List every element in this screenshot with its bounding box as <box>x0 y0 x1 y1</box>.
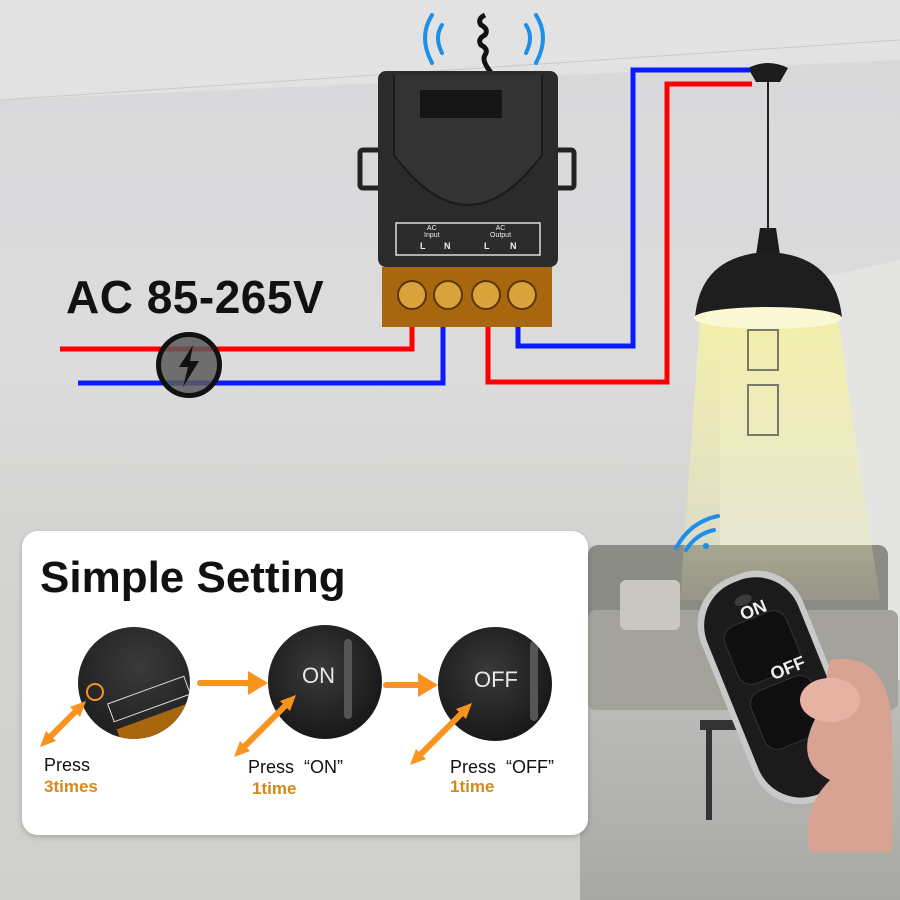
antenna-icon <box>477 12 495 77</box>
on-button-label: ON <box>302 663 335 688</box>
voltage-headline: AC 85-265V <box>66 271 325 323</box>
step3-label: Press “OFF” <box>450 757 554 777</box>
lamp-shade <box>695 252 842 318</box>
lamp-canopy <box>748 63 788 82</box>
wifi-icon <box>674 514 720 552</box>
wireless-relay-module: AC Input AC Output L N L N <box>357 12 577 327</box>
instruction-arrows <box>40 671 472 765</box>
step1-label: Press <box>44 755 91 775</box>
wireless-signal-icon <box>423 13 545 65</box>
output-n-label: N <box>510 241 517 251</box>
step3-count: 1time <box>450 777 495 796</box>
step2-count: 1time <box>252 779 297 798</box>
on-button-closeup: ON <box>268 625 382 739</box>
relay-learn-button-closeup <box>78 627 190 739</box>
simple-setting-panel: Simple Setting ON OFF <box>22 531 588 835</box>
step2-label: Press “ON” <box>248 757 344 777</box>
output-l-label: L <box>484 241 490 251</box>
panel-title: Simple Setting <box>40 553 346 602</box>
input-n-label: N <box>444 241 451 251</box>
terminal-labels: AC Input AC Output L N L N <box>398 223 538 253</box>
off-button-label: OFF <box>474 667 518 692</box>
lightning-bolt-icon <box>156 332 222 398</box>
step1-count: 3times <box>44 777 98 796</box>
ac-output-label: AC Output <box>490 225 512 239</box>
ac-input-label: AC Input <box>424 225 440 239</box>
learn-button-highlight <box>86 683 104 701</box>
remote-control: ON OFF <box>674 514 892 852</box>
input-l-label: L <box>420 241 426 251</box>
